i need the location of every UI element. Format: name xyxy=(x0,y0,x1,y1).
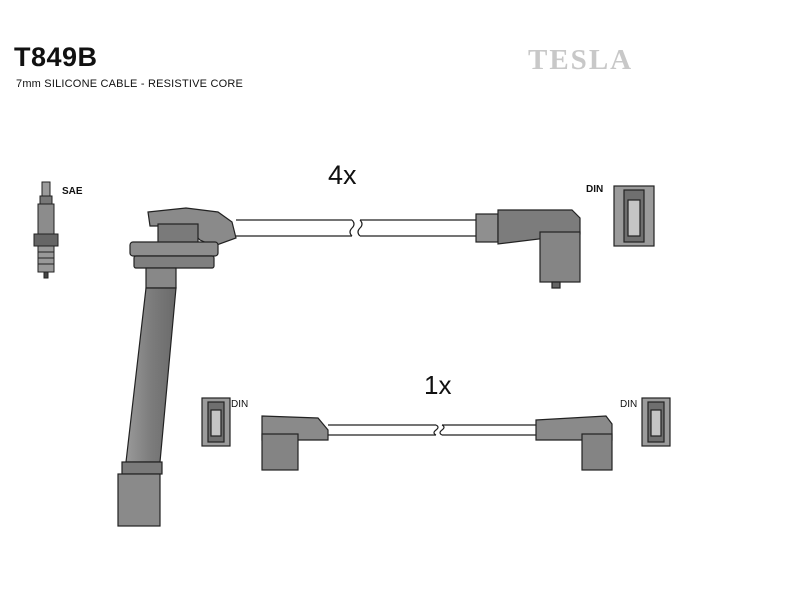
din-top-label: DIN xyxy=(586,184,604,195)
din-left-label: DIN xyxy=(231,399,249,410)
quantity-short-lead: 1x xyxy=(424,370,452,400)
din-terminal-left-icon xyxy=(201,397,231,447)
long-lead-cable xyxy=(236,219,476,237)
din-right-label: DIN xyxy=(620,399,638,410)
spark-plug-icon xyxy=(33,181,59,279)
short-lead-left-boot xyxy=(261,415,329,471)
cable-description: 7mm SILICONE CABLE - RESISTIVE CORE xyxy=(16,78,244,90)
short-lead-cable xyxy=(328,424,536,436)
short-lead-right-boot xyxy=(535,415,613,471)
din-terminal-icon xyxy=(613,185,655,247)
din-terminal-right-icon xyxy=(641,397,671,447)
sae-label: SAE xyxy=(62,186,83,197)
brand-logo: TESLA xyxy=(528,44,634,76)
quantity-long-lead: 4x xyxy=(328,160,357,190)
coil-boot-icon xyxy=(117,207,237,527)
part-number: T849B xyxy=(14,42,98,72)
angled-boot-icon xyxy=(475,209,581,289)
